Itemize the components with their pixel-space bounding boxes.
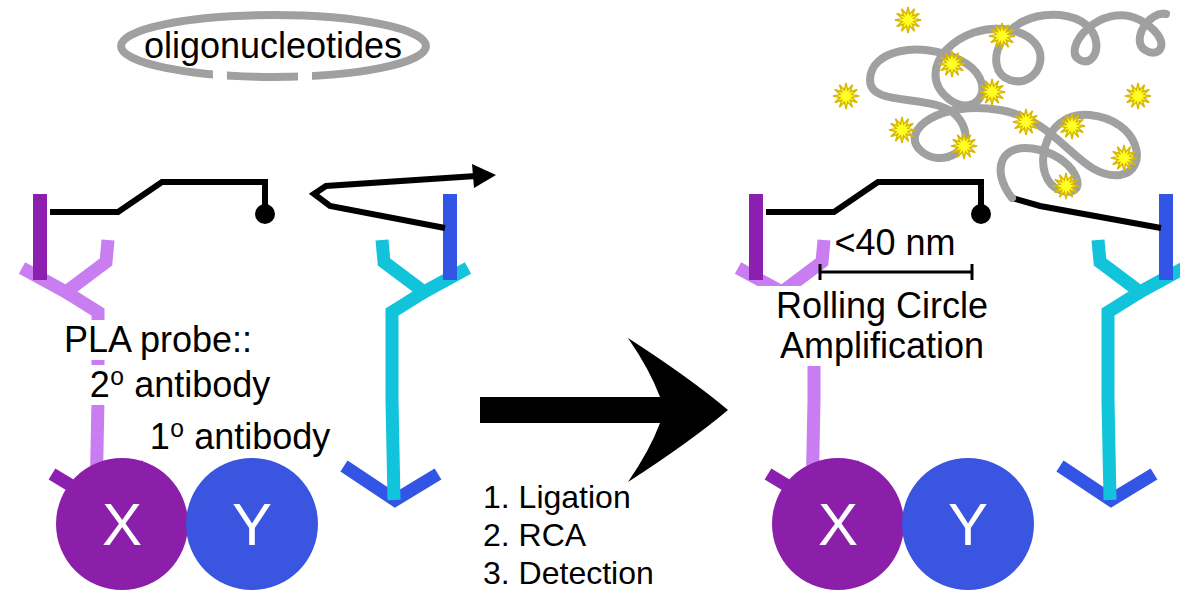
fluorescent-probes bbox=[833, 7, 1151, 199]
text-label: 1. Ligation bbox=[480, 480, 634, 515]
fluorescent-star bbox=[989, 23, 1015, 49]
oligo-ring-outline bbox=[121, 15, 426, 77]
fluorescent-star bbox=[979, 79, 1005, 105]
text-label: 2. RCA bbox=[480, 518, 589, 553]
fluorescent-star bbox=[1111, 145, 1137, 171]
antibody-pair bbox=[738, 194, 1180, 500]
protein-circle: X bbox=[56, 458, 188, 590]
fluorescent-star bbox=[1053, 173, 1079, 199]
fluorescent-star bbox=[833, 83, 859, 109]
ring-gap bbox=[212, 70, 226, 82]
fluorescent-star bbox=[1125, 83, 1151, 109]
text-label: <40 nm bbox=[831, 223, 958, 263]
protein-circle: Y bbox=[186, 458, 318, 590]
fluorescent-star bbox=[939, 51, 965, 77]
rca-product bbox=[870, 14, 1166, 198]
protein-name: X bbox=[818, 490, 858, 559]
arrowhead bbox=[472, 164, 496, 188]
scale-bar bbox=[820, 264, 972, 280]
oligo-strand bbox=[766, 182, 981, 212]
text-label: 1⁰ antibody bbox=[147, 417, 334, 457]
fluorescent-star bbox=[1059, 113, 1085, 139]
oligo-end bbox=[971, 204, 991, 224]
ring-gap bbox=[298, 70, 312, 82]
fluorescent-star bbox=[951, 133, 977, 159]
fluorescent-star bbox=[889, 117, 915, 143]
oligo-label: oligonucleotides bbox=[144, 25, 402, 67]
antibody-pair bbox=[22, 194, 468, 500]
protein-circle: Y bbox=[902, 458, 1034, 590]
oligo-strand bbox=[1012, 198, 1161, 228]
process-arrow bbox=[480, 338, 728, 482]
fluorescent-star bbox=[1013, 109, 1039, 135]
oligo-strand bbox=[314, 176, 476, 228]
text-label: 3. Detection bbox=[480, 556, 657, 591]
protein-name: Y bbox=[948, 490, 988, 559]
text-label: PLA probe:: bbox=[61, 320, 255, 360]
protein-name: Y bbox=[232, 490, 272, 559]
oligo-end bbox=[255, 204, 275, 224]
fluorescent-star bbox=[895, 7, 921, 33]
text-label: Rolling Circle Amplification bbox=[749, 286, 1015, 365]
protein-name: X bbox=[102, 490, 142, 559]
oligo-strand bbox=[50, 182, 265, 212]
protein-circle: X bbox=[772, 458, 904, 590]
oligo-circle: oligonucleotides bbox=[116, 10, 431, 82]
text-label: 2⁰ antibody bbox=[87, 365, 274, 405]
